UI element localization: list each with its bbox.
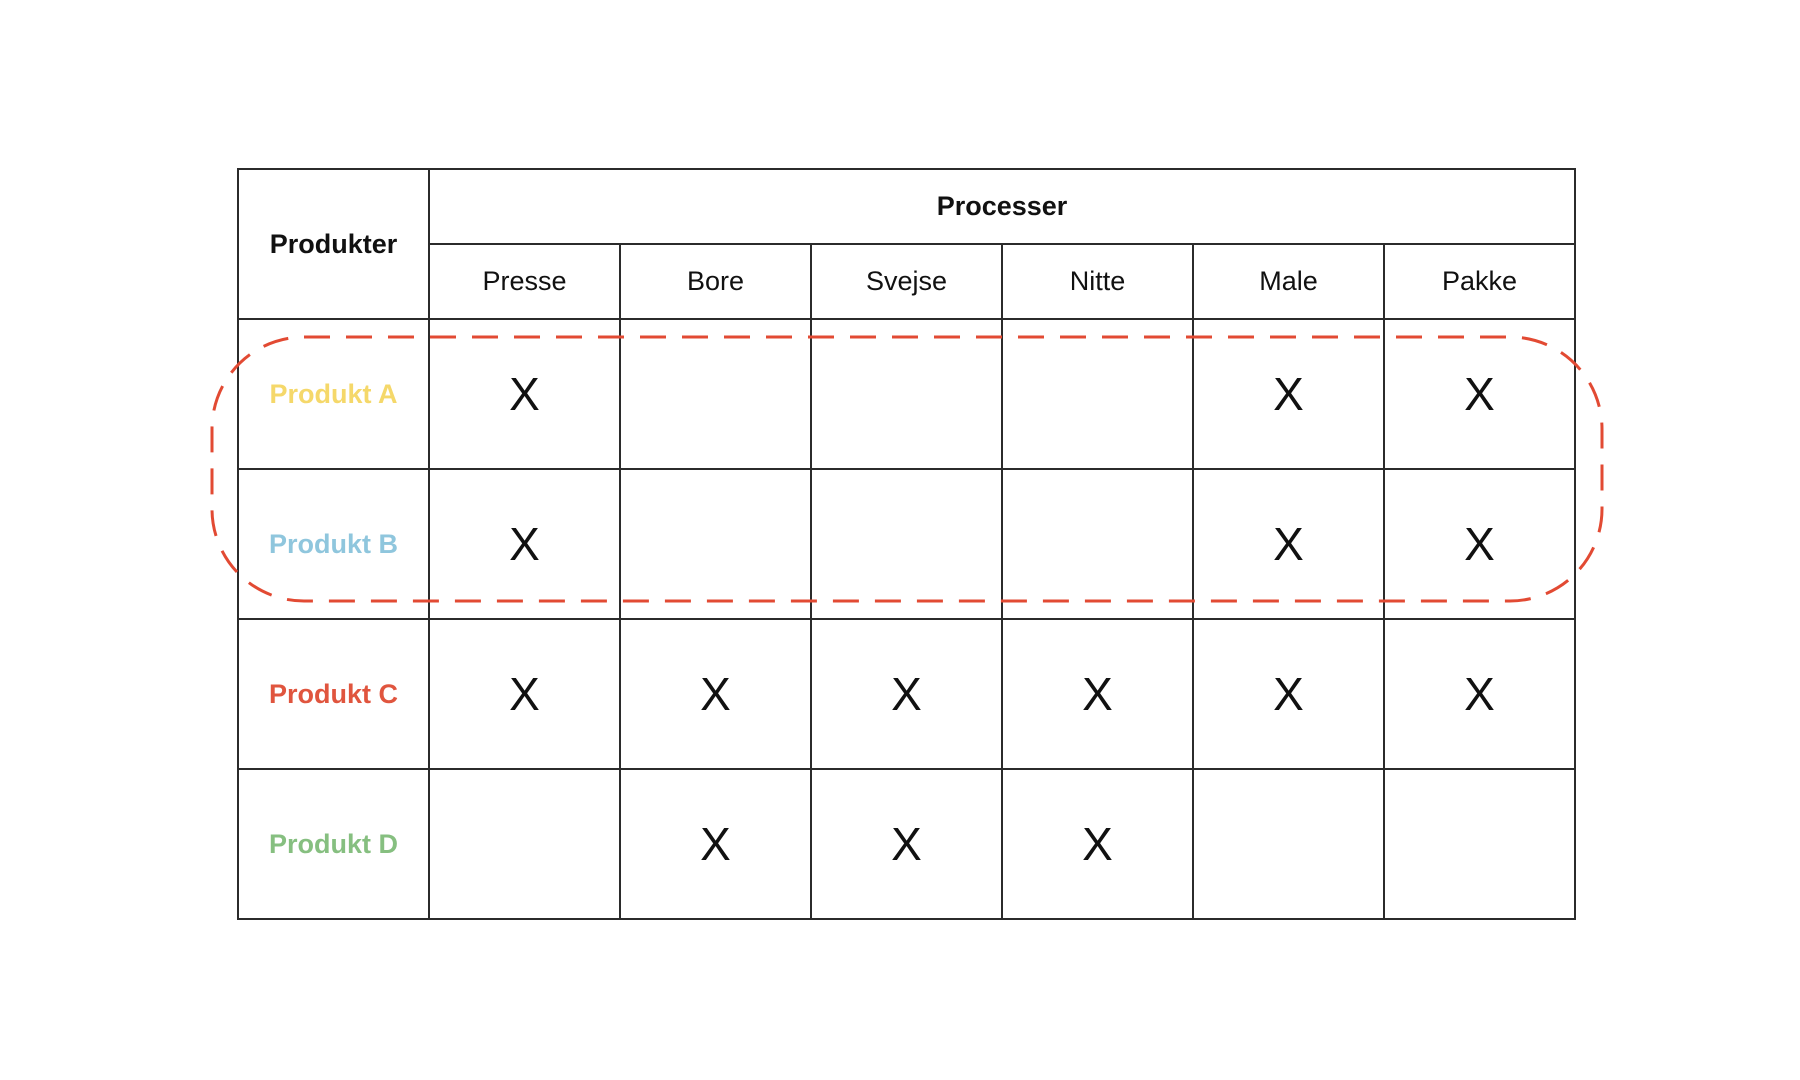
empty-cell bbox=[1001, 468, 1194, 620]
process-mark-x: X bbox=[1383, 318, 1576, 470]
empty-cell bbox=[619, 318, 812, 470]
process-mark-x: X bbox=[428, 618, 621, 770]
process-header-nitte: Nitte bbox=[1001, 243, 1194, 320]
process-header-bore: Bore bbox=[619, 243, 812, 320]
process-matrix-table: Produkter Processer Presse Bore Svejse N… bbox=[237, 168, 1576, 920]
process-mark-x: X bbox=[619, 768, 812, 920]
header-row-processes: Presse Bore Svejse Nitte Male Pakke bbox=[238, 243, 1576, 320]
produkter-header: Produkter bbox=[237, 168, 430, 320]
empty-cell bbox=[619, 468, 812, 620]
empty-cell bbox=[810, 318, 1003, 470]
process-mark-x: X bbox=[619, 618, 812, 770]
header-row-group: Produkter Processer bbox=[237, 168, 1576, 320]
empty-cell bbox=[810, 468, 1003, 620]
process-mark-x: X bbox=[1383, 618, 1576, 770]
product-name-d: Produkt D bbox=[237, 768, 430, 920]
process-mark-x: X bbox=[1001, 618, 1194, 770]
empty-cell bbox=[1001, 318, 1194, 470]
process-mark-x: X bbox=[1192, 318, 1385, 470]
process-mark-x: X bbox=[810, 768, 1003, 920]
process-header-presse: Presse bbox=[428, 243, 621, 320]
process-mark-x: X bbox=[1192, 468, 1385, 620]
process-header-male: Male bbox=[1192, 243, 1385, 320]
product-name-c: Produkt C bbox=[237, 618, 430, 770]
process-mark-x: X bbox=[1383, 468, 1576, 620]
process-mark-x: X bbox=[428, 318, 621, 470]
product-name-b: Produkt B bbox=[237, 468, 430, 620]
empty-cell bbox=[428, 768, 621, 920]
process-mark-x: X bbox=[428, 468, 621, 620]
processer-header: Processer bbox=[428, 168, 1576, 245]
product-name-a: Produkt A bbox=[237, 318, 430, 470]
process-mark-x: X bbox=[810, 618, 1003, 770]
empty-cell bbox=[1192, 768, 1385, 920]
process-mark-x: X bbox=[1192, 618, 1385, 770]
process-header-svejse: Svejse bbox=[810, 243, 1003, 320]
empty-cell bbox=[1383, 768, 1576, 920]
process-header-pakke: Pakke bbox=[1383, 243, 1576, 320]
process-mark-x: X bbox=[1001, 768, 1194, 920]
